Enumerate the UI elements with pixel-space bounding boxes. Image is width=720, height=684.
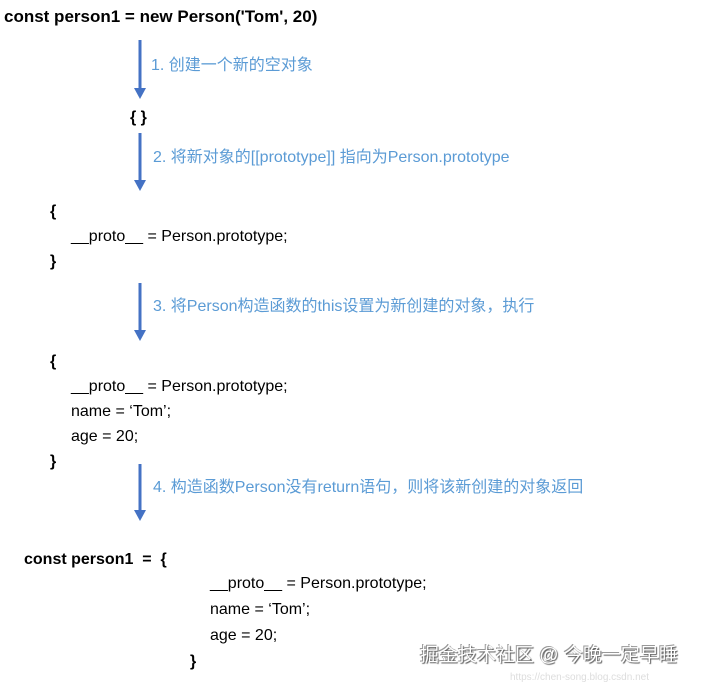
object3-close: } (50, 453, 57, 470)
result-declaration: const person1 = { (24, 551, 167, 568)
arrow-step-3 (134, 283, 146, 341)
object2-open: { (50, 203, 57, 220)
result-line: age = 20; (210, 627, 278, 644)
step-1-label: 1. 创建一个新的空对象 (151, 57, 313, 74)
arrow-step-1 (134, 40, 146, 99)
object2-close: } (50, 253, 57, 270)
watermark: 掘金技术社区 @ 今晚一定早睡 (420, 645, 678, 666)
result-close: } (190, 653, 197, 670)
arrow-step-2 (134, 133, 146, 191)
object2-line: __proto__ = Person.prototype; (71, 228, 288, 245)
object3-line: __proto__ = Person.prototype; (71, 378, 288, 395)
watermark-url: https://chen-song.blog.csdn.net (510, 672, 649, 683)
constructor-call: const person1 = new Person('Tom', 20) (4, 7, 318, 26)
step-3-label: 3. 将Person构造函数的this设置为新创建的对象，执行 (153, 298, 535, 315)
object3-open: { (50, 353, 57, 370)
result-line: __proto__ = Person.prototype; (210, 575, 427, 592)
result-line: name = ‘Tom’; (210, 601, 311, 618)
arrow-step-4 (134, 464, 146, 521)
object3-line: name = ‘Tom’; (71, 403, 172, 420)
object3-line: age = 20; (71, 428, 139, 445)
step-4-label: 4. 构造函数Person没有return语句，则将该新创建的对象返回 (153, 479, 584, 496)
empty-object: { } (130, 109, 147, 126)
step-2-label: 2. 将新对象的[[prototype]] 指向为Person.prototyp… (153, 149, 510, 166)
